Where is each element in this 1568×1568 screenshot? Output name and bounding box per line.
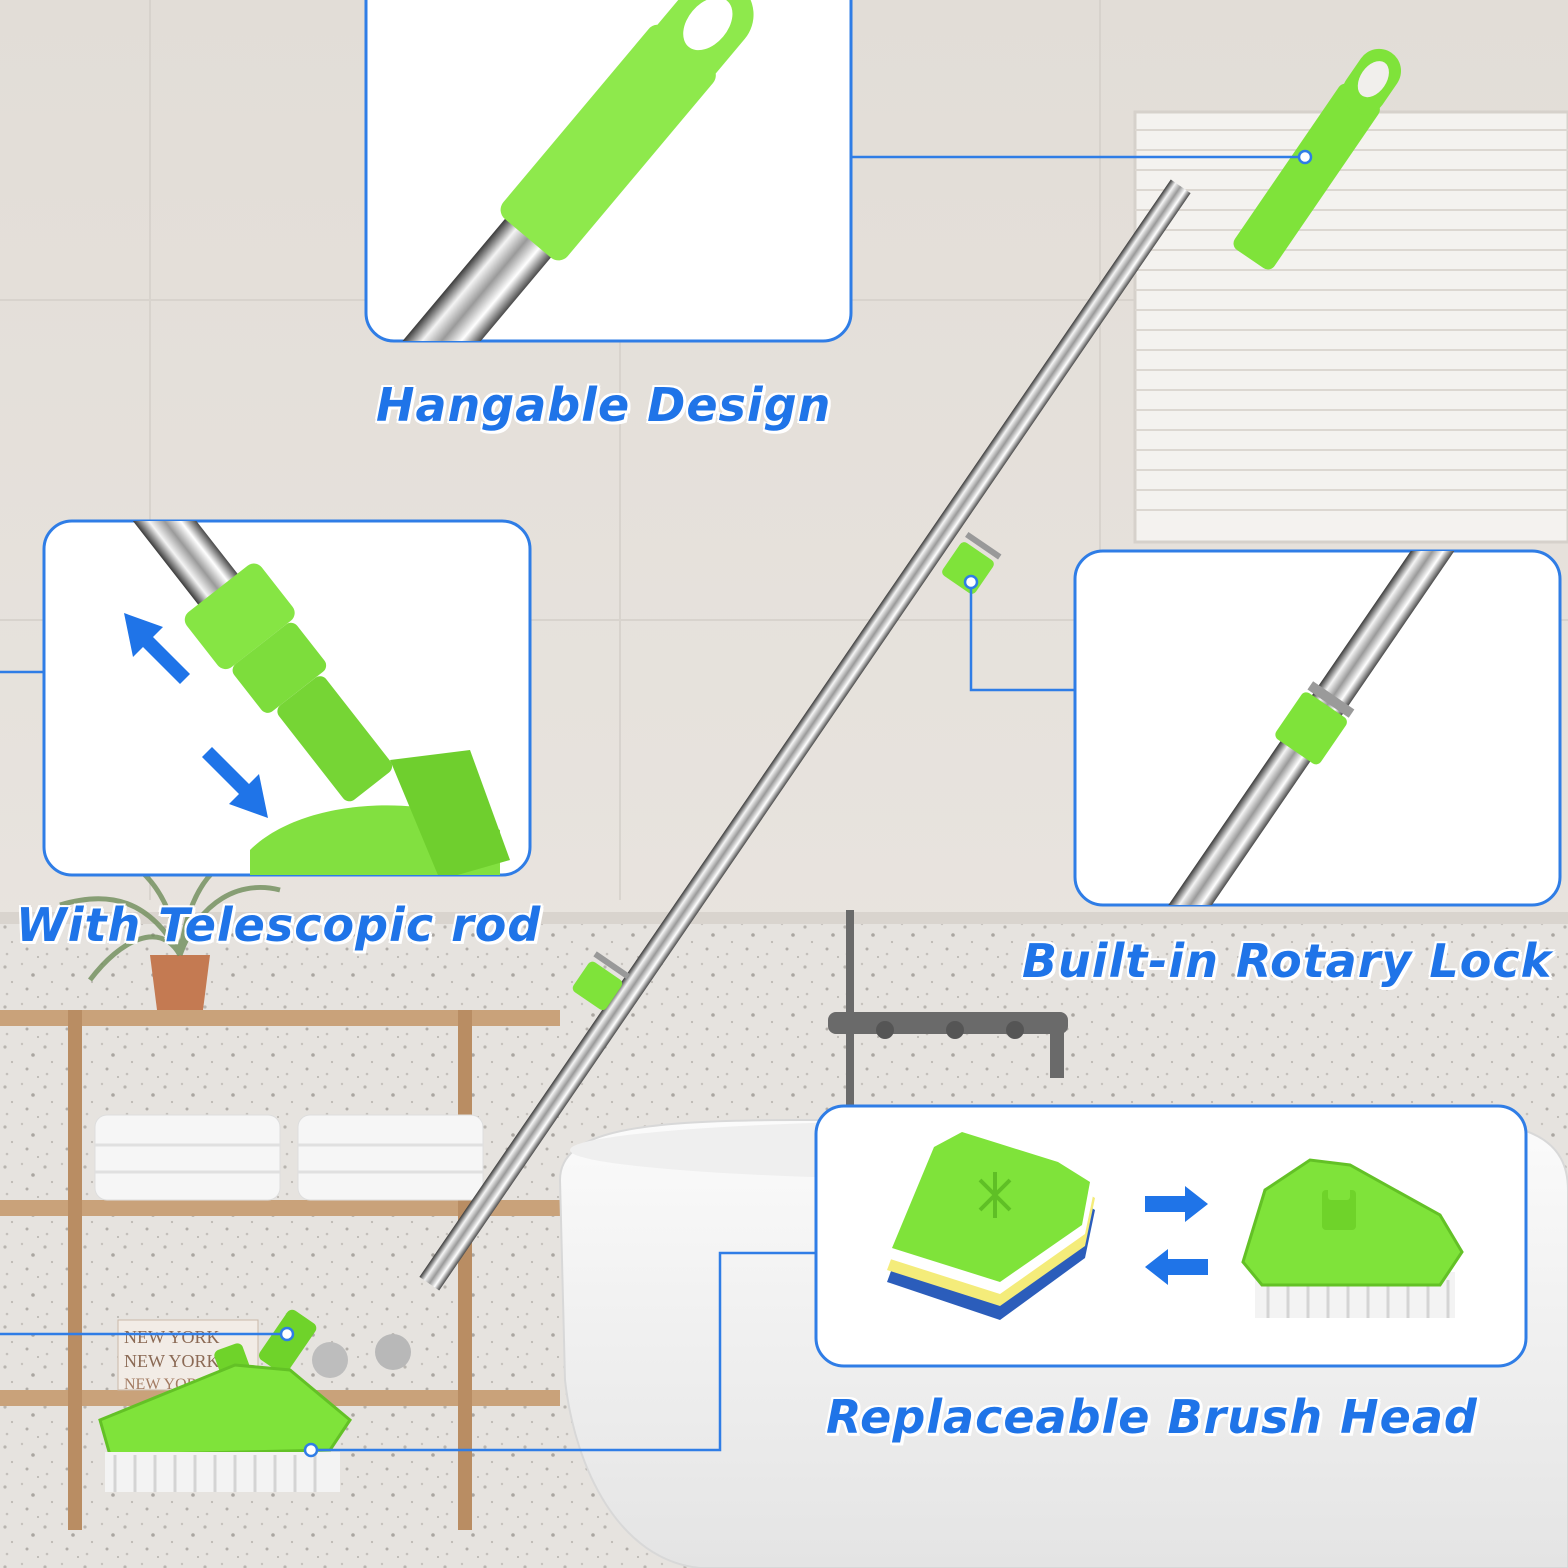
hangable-design-label: Hangable Design <box>376 378 832 432</box>
telescopic-rod-label: With Telescopic rod <box>16 898 542 952</box>
telescopic-pole <box>98 48 1402 1492</box>
rotary-lock-label: Built-in Rotary Lock <box>1022 934 1553 988</box>
wooden-shelf: NEW YORK NEW YORK NEW YORK <box>0 1010 560 1530</box>
towel-label-1: NEW YORK <box>124 1327 220 1347</box>
rotary-lock-card <box>1073 549 1562 907</box>
extend-arrows-icon <box>124 613 268 818</box>
telescopic-rod-card <box>42 519 532 877</box>
brush-head-label: Replaceable Brush Head <box>826 1390 1478 1444</box>
towel-label-2: NEW YORK <box>124 1351 220 1371</box>
bristle-brush-head-icon <box>1241 1158 1464 1318</box>
callout-connector-lines <box>0 155 1305 1452</box>
bath-faucet <box>828 910 1068 1110</box>
hangable-design-card <box>364 0 853 343</box>
swap-arrows-icon <box>1145 1186 1208 1285</box>
sponge-head-icon <box>887 1128 1095 1320</box>
callout-anchor-dots <box>279 149 1313 1458</box>
replaceable-brush-head-card <box>814 1104 1528 1368</box>
window-blinds <box>1133 110 1568 544</box>
